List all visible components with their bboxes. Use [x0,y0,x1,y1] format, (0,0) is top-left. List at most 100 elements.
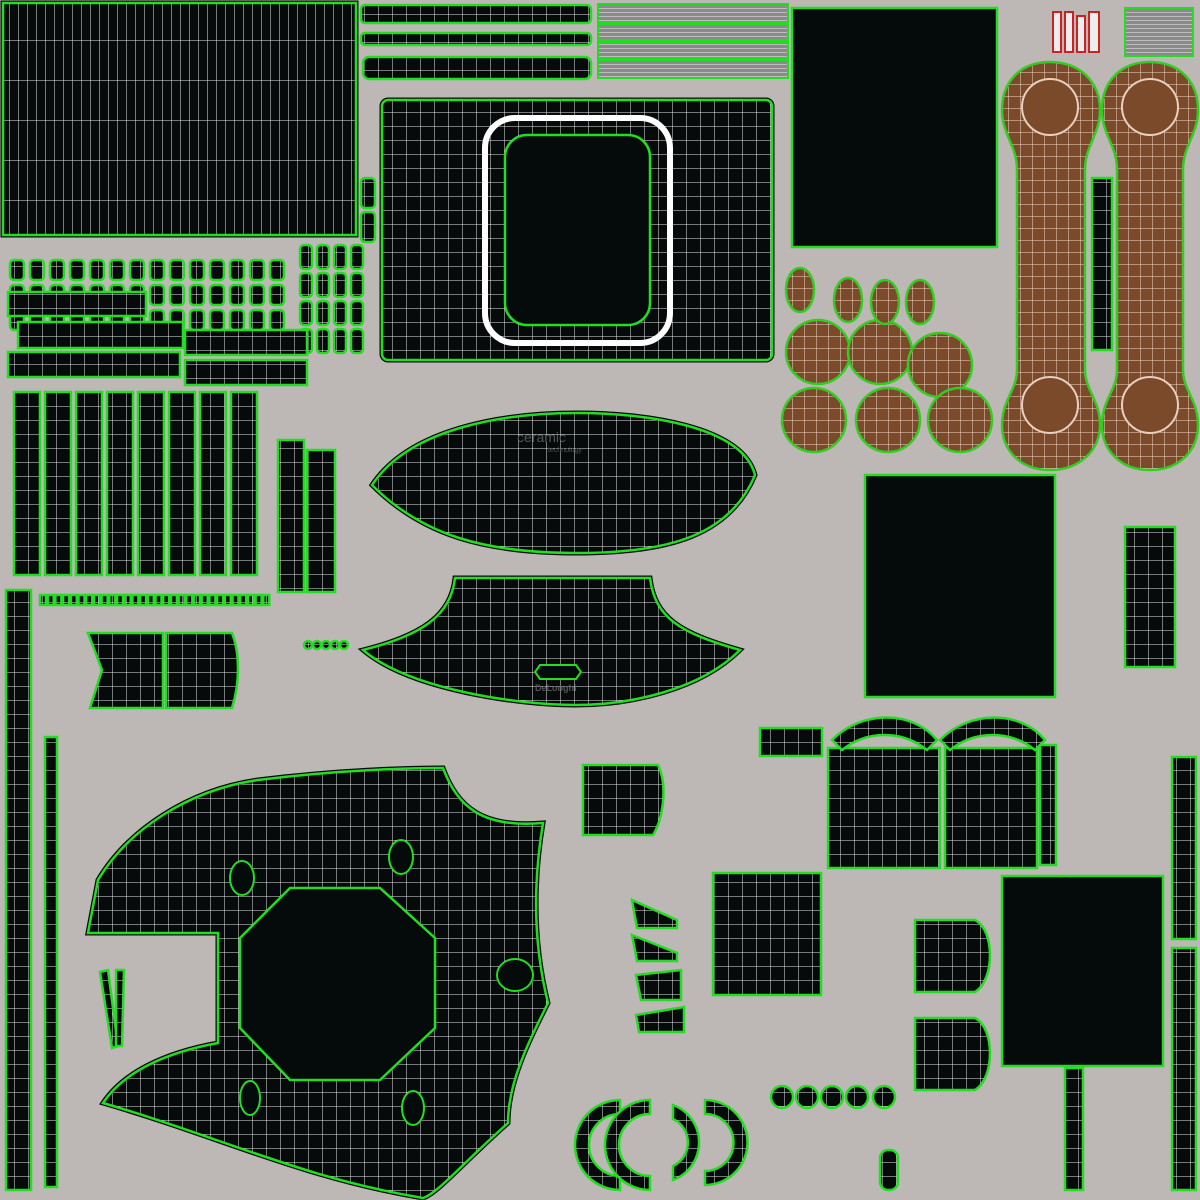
bar-part [16,320,185,350]
small-part [228,308,246,332]
small-part [349,327,365,355]
small-part [128,258,146,282]
brown-discs-group [780,266,994,454]
bar-part [6,290,148,318]
technology-logo-text: technology [548,447,582,454]
small-disc [844,1084,870,1110]
small-part [332,243,348,271]
small-part [8,258,26,282]
small-part [332,299,348,327]
small-disc [871,1084,897,1110]
column-part [43,390,73,577]
thin-strip-between-arms [1090,176,1114,352]
small-part [315,299,331,327]
tiny-part [69,593,79,607]
small-part [298,299,314,327]
small-part [332,271,348,299]
small-part [168,258,186,282]
tiny-part [46,593,55,607]
brown-disc [784,318,852,386]
small-part [332,327,348,355]
small-swatch-top-right [1124,7,1194,57]
ceramic-logo-text: ceramic [517,429,566,445]
thin-vertical-strip [43,735,59,1189]
bar-part [183,328,309,357]
tiny-part [231,593,240,607]
brown-arm-right [1100,60,1200,472]
long-vertical-strip [4,588,33,1192]
small-disc [794,1084,820,1110]
bar-part [183,358,309,387]
brown-half-disc [832,276,864,324]
small-part [268,308,286,332]
tiny-ring [338,639,350,651]
small-part [28,258,46,282]
small-part [188,283,206,307]
tiny-part [223,593,233,607]
brown-half-disc [904,278,936,326]
brown-arm-left [1000,60,1102,472]
brown-disc [780,386,848,454]
small-part [359,210,377,244]
tiny-part [208,593,217,607]
tiny-part [38,593,48,607]
small-part [268,283,286,307]
center-top-piece [379,97,775,363]
top-strips-island [359,3,593,81]
small-disc [819,1084,845,1110]
column-part [276,438,306,594]
right-strip-2 [1170,946,1198,1192]
tiny-part [169,593,179,607]
tiny-part [200,593,209,607]
brown-half-disc [869,278,901,326]
right-strip-1 [1170,755,1198,941]
small-part [188,308,206,332]
bent-sticks [98,968,126,1050]
tiny-part [54,593,63,607]
small-parts-grid-left [6,176,377,651]
column-part [167,390,197,577]
tiny-part [131,593,140,607]
small-part [108,258,126,282]
oval-piece: ceramic technology [368,410,758,556]
small-red-pieces [1052,11,1100,53]
column-part [305,448,337,594]
small-part [359,176,377,210]
small-part [248,283,266,307]
small-part [148,258,166,282]
top-left-panel-island [0,0,359,238]
column-part [198,390,228,577]
large-bottom-piece [84,765,551,1200]
tiny-ring [302,639,314,651]
black-island-right [863,473,1057,699]
tiny-part [215,593,225,607]
small-bent-pieces [86,631,240,710]
small-part [315,271,331,299]
tiny-part [92,593,102,607]
tiny-part [161,593,171,607]
small-part [248,258,266,282]
black-island-bottom-right [1000,874,1165,1068]
right-pair-strips [1123,525,1177,669]
post-strip [1063,1066,1085,1192]
brown-half-disc [784,266,816,314]
tiny-part [77,593,86,607]
column-part [74,390,104,577]
tiny-part [123,593,132,607]
tiny-part [138,593,148,607]
small-part [298,271,314,299]
small-part [208,258,226,282]
vertical-columns-left [12,390,337,594]
small-part [228,283,246,307]
tiny-part [61,593,71,607]
small-part [208,308,226,332]
brown-disc [926,386,994,454]
small-part [188,258,206,282]
tiny-part [84,593,94,607]
mid-small-pieces [581,763,992,1092]
column-part [105,390,135,577]
tiny-part [108,593,117,607]
tiny-part [154,593,163,607]
gray-strips-island [597,3,789,79]
small-part [349,243,365,271]
